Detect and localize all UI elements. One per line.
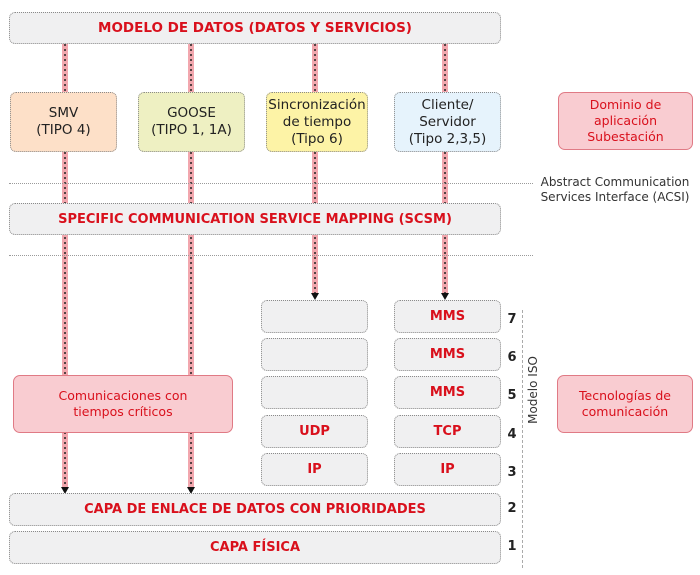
- service-line: (Tipo 6): [291, 130, 343, 147]
- tech-line: comunicación: [581, 404, 669, 419]
- osi-layer-number: 3: [507, 465, 517, 480]
- time-sync-stack-layer: [261, 300, 368, 333]
- arrowhead-icon: [61, 487, 69, 494]
- arrowhead-icon: [441, 293, 449, 300]
- scsm-divider: [9, 255, 533, 256]
- data-model-title: MODELO DE DATOS (DATOS Y SERVICIOS): [98, 20, 412, 36]
- service-line: SMV: [48, 105, 79, 121]
- datalink-title: CAPA DE ENLACE DE DATOS CON PRIORIDADES: [84, 502, 426, 517]
- client-server-stack-layer: MMS: [394, 376, 501, 409]
- service-box-smv: SMV (TIPO 4): [10, 92, 117, 152]
- client-server-stack-layer-label: IP: [440, 462, 455, 477]
- domain-line: Dominio de: [589, 97, 662, 112]
- iso-axis-line: [522, 310, 523, 568]
- client-server-connector: [442, 44, 448, 92]
- physical-layer-box: CAPA FÍSICA: [9, 531, 501, 564]
- domain-line: aplicación: [594, 113, 657, 128]
- acsi-line: Abstract Communication: [540, 175, 690, 189]
- iso-label: Modelo ISO: [526, 353, 541, 427]
- critical-line: tiempos críticos: [73, 404, 173, 419]
- osi-layer-number: 1: [507, 539, 517, 554]
- arrowhead-icon: [187, 487, 195, 494]
- time-sync-stack-layer: UDP: [261, 415, 368, 448]
- critical-line: Comunicaciones con: [58, 388, 188, 403]
- scsm-box: SPECIFIC COMMUNICATION SERVICE MAPPING (…: [9, 203, 501, 235]
- service-line: (TIPO 4): [36, 122, 91, 138]
- service-line: Sincronización: [268, 96, 366, 113]
- critical-comms-box: Comunicaciones con tiempos críticos: [13, 375, 233, 433]
- client-server-stack-layer-label: MMS: [429, 385, 466, 400]
- time-sync-connector: [312, 44, 318, 92]
- service-line: de tiempo: [282, 113, 352, 130]
- domain-line: Subestación: [587, 129, 664, 144]
- physical-title: CAPA FÍSICA: [209, 540, 301, 555]
- data-model-box: MODELO DE DATOS (DATOS Y SERVICIOS): [9, 12, 501, 44]
- scsm-title: SPECIFIC COMMUNICATION SERVICE MAPPING (…: [58, 211, 452, 227]
- client-server-stack-layer: MMS: [394, 338, 501, 371]
- osi-layer-number: 6: [507, 350, 517, 365]
- tech-box: Tecnologías de comunicación: [557, 375, 693, 433]
- client-server-stack-layer-label: MMS: [429, 309, 466, 324]
- acsi-line: Services Interface (ACSI): [540, 190, 690, 204]
- client-server-stack-layer: MMS: [394, 300, 501, 333]
- arrowhead-icon: [311, 293, 319, 300]
- acsi-label: Abstract Communication Services Interfac…: [530, 175, 700, 205]
- service-line: Servidor: [419, 113, 476, 130]
- service-line: Cliente/: [421, 96, 474, 113]
- domain-box: Dominio de aplicación Subestación: [558, 92, 693, 150]
- osi-layer-number: 5: [507, 388, 517, 403]
- service-box-goose: GOOSE (TIPO 1, 1A): [138, 92, 245, 152]
- client-server-stack-layer: TCP: [394, 415, 501, 448]
- service-box-time-sync: Sincronización de tiempo (Tipo 6): [266, 92, 368, 152]
- service-box-client-server: Cliente/ Servidor (Tipo 2,3,5): [394, 92, 501, 152]
- time-sync-stack-layer-label: IP: [307, 462, 322, 477]
- acsi-divider: [9, 183, 533, 184]
- service-line: (Tipo 2,3,5): [408, 130, 487, 147]
- time-sync-stack-layer-label: UDP: [299, 424, 330, 439]
- osi-layer-number: 4: [507, 427, 517, 442]
- client-server-stack-layer: IP: [394, 453, 501, 486]
- tech-line: Tecnologías de: [579, 388, 671, 403]
- osi-layer-number: 7: [507, 312, 517, 327]
- goose-connector: [188, 44, 194, 92]
- client-server-stack-layer-label: MMS: [429, 347, 466, 362]
- service-line: (TIPO 1, 1A): [151, 122, 232, 138]
- client-server-stack-layer-label: TCP: [433, 424, 462, 439]
- datalink-layer-box: CAPA DE ENLACE DE DATOS CON PRIORIDADES: [9, 493, 501, 526]
- time-sync-stack-layer: [261, 376, 368, 409]
- service-line: GOOSE: [167, 105, 216, 121]
- osi-layer-number: 2: [507, 501, 517, 516]
- time-sync-stack-layer: [261, 338, 368, 371]
- smv-connector: [62, 44, 68, 92]
- time-sync-stack-layer: IP: [261, 453, 368, 486]
